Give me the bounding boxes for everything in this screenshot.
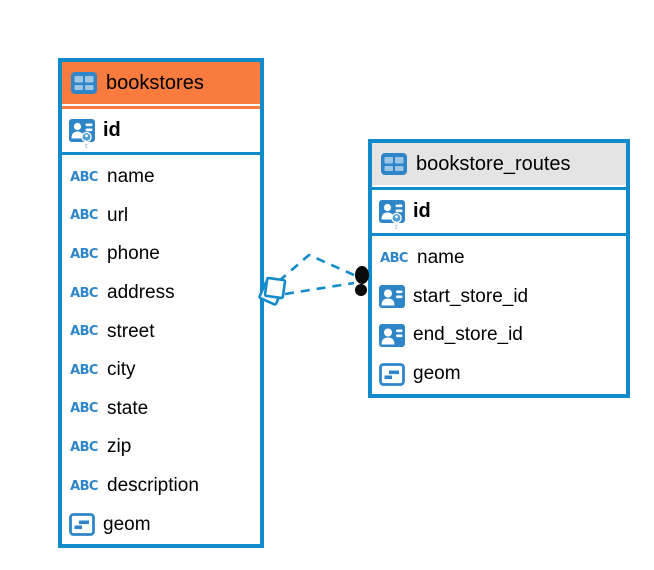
pk-divider-line bbox=[372, 233, 626, 236]
column-row-phone[interactable]: ABC phone bbox=[62, 235, 260, 274]
relation-one-end-marker bbox=[355, 266, 369, 296]
column-row-description[interactable]: ABC description bbox=[62, 467, 260, 506]
table-bookstores[interactable]: bookstores id ABC name ABC url ABC phone… bbox=[58, 58, 264, 548]
header-divider bbox=[62, 104, 260, 106]
table-title: bookstores bbox=[106, 71, 204, 94]
column-row-state[interactable]: ABC state bbox=[62, 390, 260, 429]
geometry-type-icon bbox=[379, 362, 405, 386]
column-name: zip bbox=[107, 436, 132, 458]
column-row-geom[interactable]: geom bbox=[62, 505, 260, 544]
column-name: id bbox=[413, 200, 431, 222]
column-row-geom[interactable]: geom bbox=[372, 355, 626, 394]
column-name: start_store_id bbox=[413, 285, 529, 307]
column-name: url bbox=[107, 204, 129, 226]
column-name: description bbox=[107, 475, 199, 497]
column-name: name bbox=[107, 166, 155, 188]
column-row-zip[interactable]: ABC zip bbox=[62, 428, 260, 467]
column-name: street bbox=[107, 320, 155, 342]
text-type-icon: ABC bbox=[70, 169, 98, 185]
geometry-type-icon bbox=[69, 513, 95, 537]
column-name: geom bbox=[103, 513, 151, 535]
table-title: bookstore_routes bbox=[416, 152, 571, 175]
column-name: id bbox=[103, 119, 121, 141]
column-row-id[interactable]: id bbox=[62, 109, 260, 152]
table-bookstores-header[interactable]: bookstores bbox=[62, 62, 260, 104]
text-type-icon: ABC bbox=[70, 285, 98, 301]
column-name: name bbox=[417, 247, 465, 269]
column-row-start-store-id[interactable]: start_store_id bbox=[372, 278, 626, 317]
column-name: state bbox=[107, 397, 149, 419]
column-name: geom bbox=[413, 363, 461, 385]
table-bookstore-routes[interactable]: bookstore_routes id ABC name start_store… bbox=[368, 139, 630, 398]
column-row-street[interactable]: ABC street bbox=[62, 312, 260, 351]
column-row-name[interactable]: ABC name bbox=[62, 158, 260, 197]
foreign-key-icon bbox=[379, 285, 405, 309]
foreign-key-icon bbox=[379, 323, 405, 347]
column-row-name[interactable]: ABC name bbox=[372, 239, 626, 278]
column-row-end-store-id[interactable]: end_store_id bbox=[372, 316, 626, 355]
primary-key-icon bbox=[69, 119, 95, 149]
relation-line-lower[interactable] bbox=[284, 281, 355, 296]
column-row-city[interactable]: ABC city bbox=[62, 351, 260, 390]
text-type-icon: ABC bbox=[70, 362, 98, 378]
column-row-address[interactable]: ABC address bbox=[62, 274, 260, 313]
pk-divider-line bbox=[62, 152, 260, 155]
table-icon bbox=[381, 153, 407, 175]
text-type-icon: ABC bbox=[380, 250, 408, 266]
header-divider-line bbox=[62, 106, 260, 109]
column-row-id[interactable]: id bbox=[372, 190, 626, 233]
text-type-icon: ABC bbox=[70, 324, 98, 340]
text-type-icon: ABC bbox=[70, 246, 98, 262]
column-name: end_store_id bbox=[413, 324, 523, 346]
column-name: city bbox=[107, 359, 136, 381]
text-type-icon: ABC bbox=[70, 439, 98, 455]
primary-key-icon bbox=[379, 200, 405, 230]
column-row-url[interactable]: ABC url bbox=[62, 197, 260, 236]
header-divider-line bbox=[372, 187, 626, 190]
relation-line-upper[interactable] bbox=[278, 253, 355, 282]
text-type-icon: ABC bbox=[70, 208, 98, 224]
table-bookstore-routes-header[interactable]: bookstore_routes bbox=[372, 143, 626, 185]
column-name: address bbox=[107, 282, 175, 304]
text-type-icon: ABC bbox=[70, 401, 98, 417]
column-name: phone bbox=[107, 243, 160, 265]
table-icon bbox=[71, 72, 97, 94]
text-type-icon: ABC bbox=[70, 478, 98, 494]
header-divider bbox=[372, 185, 626, 187]
